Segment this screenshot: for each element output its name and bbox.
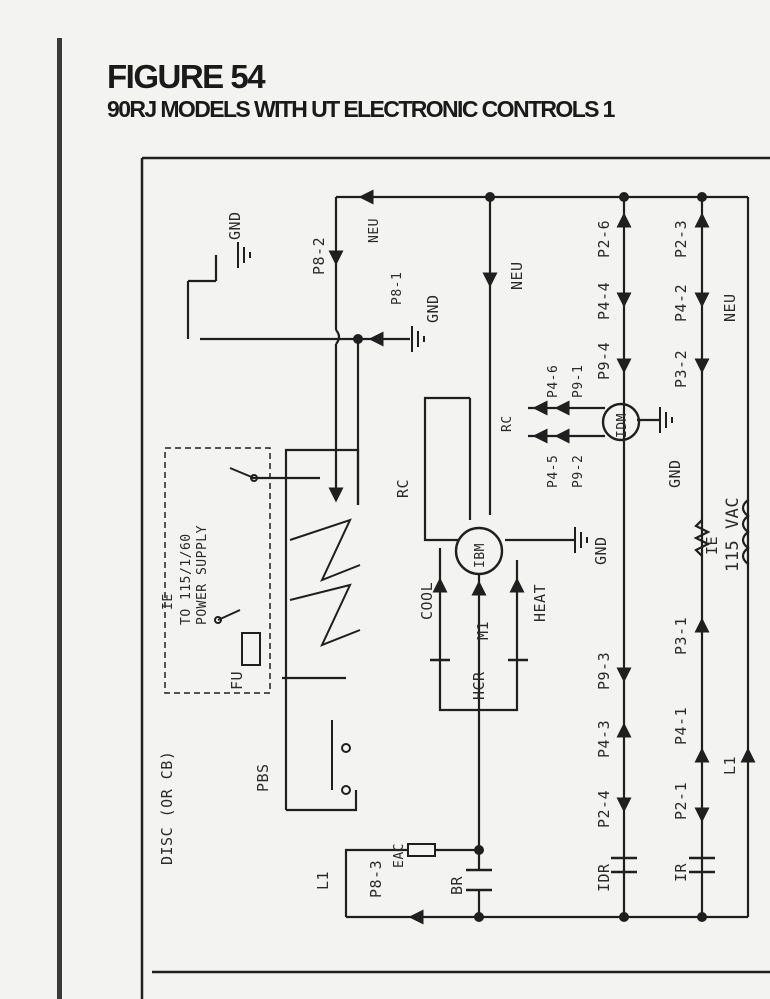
label-power-supply-2: POWER SUPPLY: [195, 525, 210, 625]
label-br: BR: [448, 875, 466, 895]
label-power-supply-1: TO 115/1/60: [179, 533, 194, 625]
label-p2-3: P2-3: [672, 220, 690, 258]
label-idm: IDM: [615, 413, 630, 438]
label-p2-4: P2-4: [595, 790, 613, 828]
eac-element: [407, 843, 436, 857]
label-cool: COOL: [418, 582, 436, 620]
label-p4-5: P4-5: [546, 455, 561, 488]
label-neu-right: NEU: [721, 293, 739, 322]
fuse: [241, 632, 261, 666]
label-ie-top: IE: [161, 593, 176, 610]
label-l1-left: L1: [314, 871, 332, 890]
label-p4-6: P4-6: [546, 365, 561, 398]
label-p9-4: P9-4: [595, 342, 613, 380]
label-fu: FU: [228, 671, 246, 690]
label-gnd-p8: GND: [424, 294, 442, 323]
label-p3-1: P3-1: [672, 617, 690, 655]
wire-break-symbol: [289, 518, 361, 647]
label-hcr: HCR: [470, 671, 488, 700]
figure-title: FIGURE 54: [107, 58, 266, 95]
label-p3-2: P3-2: [672, 350, 690, 388]
page-margin-rule: [57, 38, 62, 999]
label-l1-right: L1: [721, 756, 739, 775]
label-p8-3: P8-3: [367, 860, 385, 898]
label-p4-1: P4-1: [672, 707, 690, 745]
label-rc-left: RC: [394, 479, 412, 498]
label-p2-6: P2-6: [595, 220, 613, 258]
label-p2-1: P2-1: [672, 782, 690, 820]
label-gnd-top: GND: [226, 211, 244, 240]
label-ibm: IBM: [473, 543, 488, 568]
diagram-border: [140, 156, 770, 999]
idm-motor: [601, 402, 641, 442]
label-heat: HEAT: [531, 584, 549, 622]
label-ie-right: IE: [703, 536, 721, 555]
label-p4-4: P4-4: [595, 282, 613, 320]
label-gnd-ibm: GND: [592, 536, 610, 565]
figure-subtitle: 90RJ MODELS WITH UT ELECTRONIC CONTROLS …: [107, 96, 615, 122]
label-ir: IR: [672, 862, 690, 882]
label-neu-ibm: NEU: [508, 261, 526, 290]
label-gnd-idm: GND: [666, 459, 684, 488]
transformer-coil: [693, 499, 750, 565]
label-m1: M1: [474, 621, 492, 640]
disconnect-enclosure: [164, 447, 271, 694]
connector-arrows: [328, 189, 756, 925]
ground-symbols: [237, 242, 673, 553]
ibm-motor: [454, 526, 504, 576]
label-p4-2: P4-2: [672, 284, 690, 322]
label-p8-1: P8-1: [390, 272, 405, 305]
label-p9-3: P9-3: [595, 652, 613, 690]
switch-contacts: [214, 467, 351, 795]
label-idr: IDR: [595, 863, 613, 892]
capacitors: [430, 658, 715, 892]
label-pbs: PBS: [254, 763, 272, 792]
label-neu-top: NEU: [367, 218, 382, 243]
label-rc-idm: RC: [500, 415, 515, 432]
label-p9-1: P9-1: [571, 365, 586, 398]
label-p4-3: P4-3: [595, 720, 613, 758]
label-p9-2: P9-2: [571, 455, 586, 488]
label-eac: EAC: [392, 843, 407, 868]
label-p8-2: P8-2: [310, 237, 328, 275]
label-115-vac: 115 VAC: [723, 497, 743, 572]
junction-dots: [353, 192, 707, 922]
diagram-labels: DISC (OR CB) TO 115/1/60 POWER SUPPLY IE…: [158, 211, 743, 898]
label-disc: DISC (OR CB): [158, 751, 176, 865]
wiring: [186, 195, 750, 919]
